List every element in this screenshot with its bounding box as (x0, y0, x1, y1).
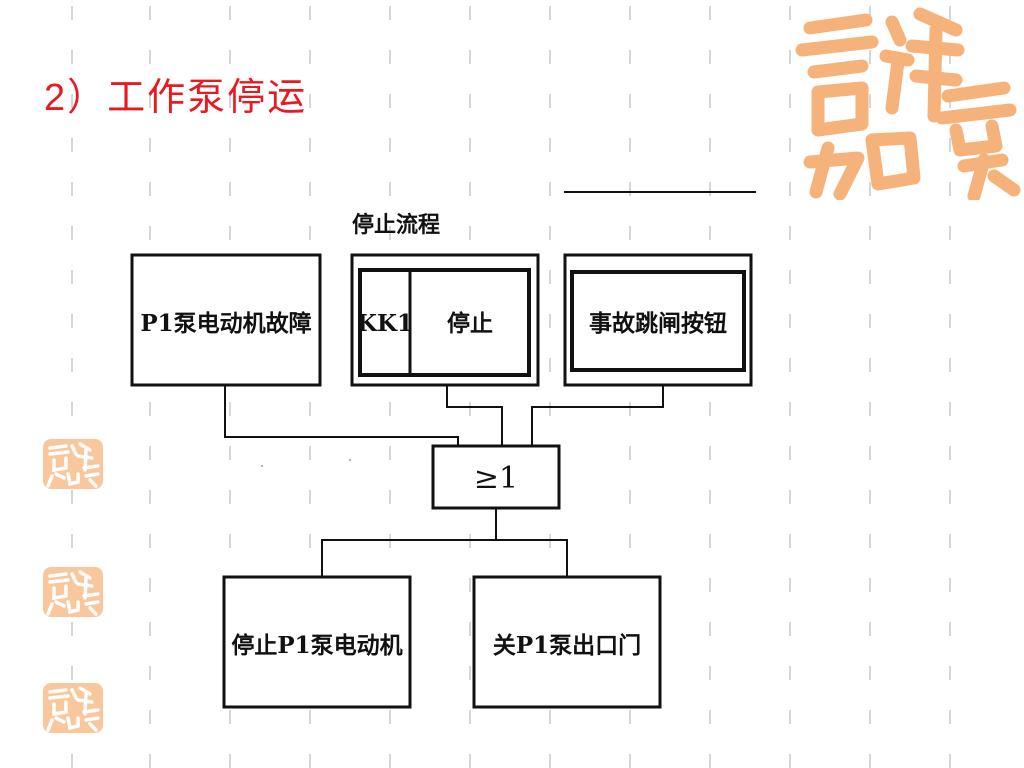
flow-heading: 停止流程 (352, 212, 440, 238)
slide-title-number: 2 (44, 77, 68, 119)
input-box-trip-button: 事故跳闸按钮 (563, 253, 753, 387)
output-box-stop-motor: 停止P1泵电动机 (222, 575, 412, 709)
or-gate-box: ≥1 (431, 444, 561, 510)
slide-title: 2）工作泵停运 (44, 66, 307, 121)
kk1-action-label: 停止 (447, 310, 493, 337)
output-box-close-valve-label: 关P1泵出口门 (493, 632, 641, 659)
seal-icon (43, 683, 103, 733)
input-box-kk1-stop: KK1 停止 (350, 253, 540, 387)
trip-button-label: 事故跳闸按钮 (589, 310, 727, 337)
seal-icon (795, 7, 1021, 200)
kk1-label: KK1 (357, 310, 413, 337)
input-connectors (224, 385, 664, 446)
input-box-motor-fault: P1泵电动机故障 (130, 253, 322, 387)
slide-title-text: ）工作泵停运 (67, 75, 308, 119)
output-box-stop-motor-label: 停止P1泵电动机 (231, 632, 402, 659)
seal-icon (43, 567, 103, 617)
input-box-motor-fault-label: P1泵电动机故障 (140, 310, 311, 337)
or-gate-label: ≥1 (474, 461, 518, 496)
output-box-close-valve: 关P1泵出口门 (472, 575, 662, 709)
output-connectors (321, 508, 568, 578)
seal-icon (43, 439, 103, 489)
